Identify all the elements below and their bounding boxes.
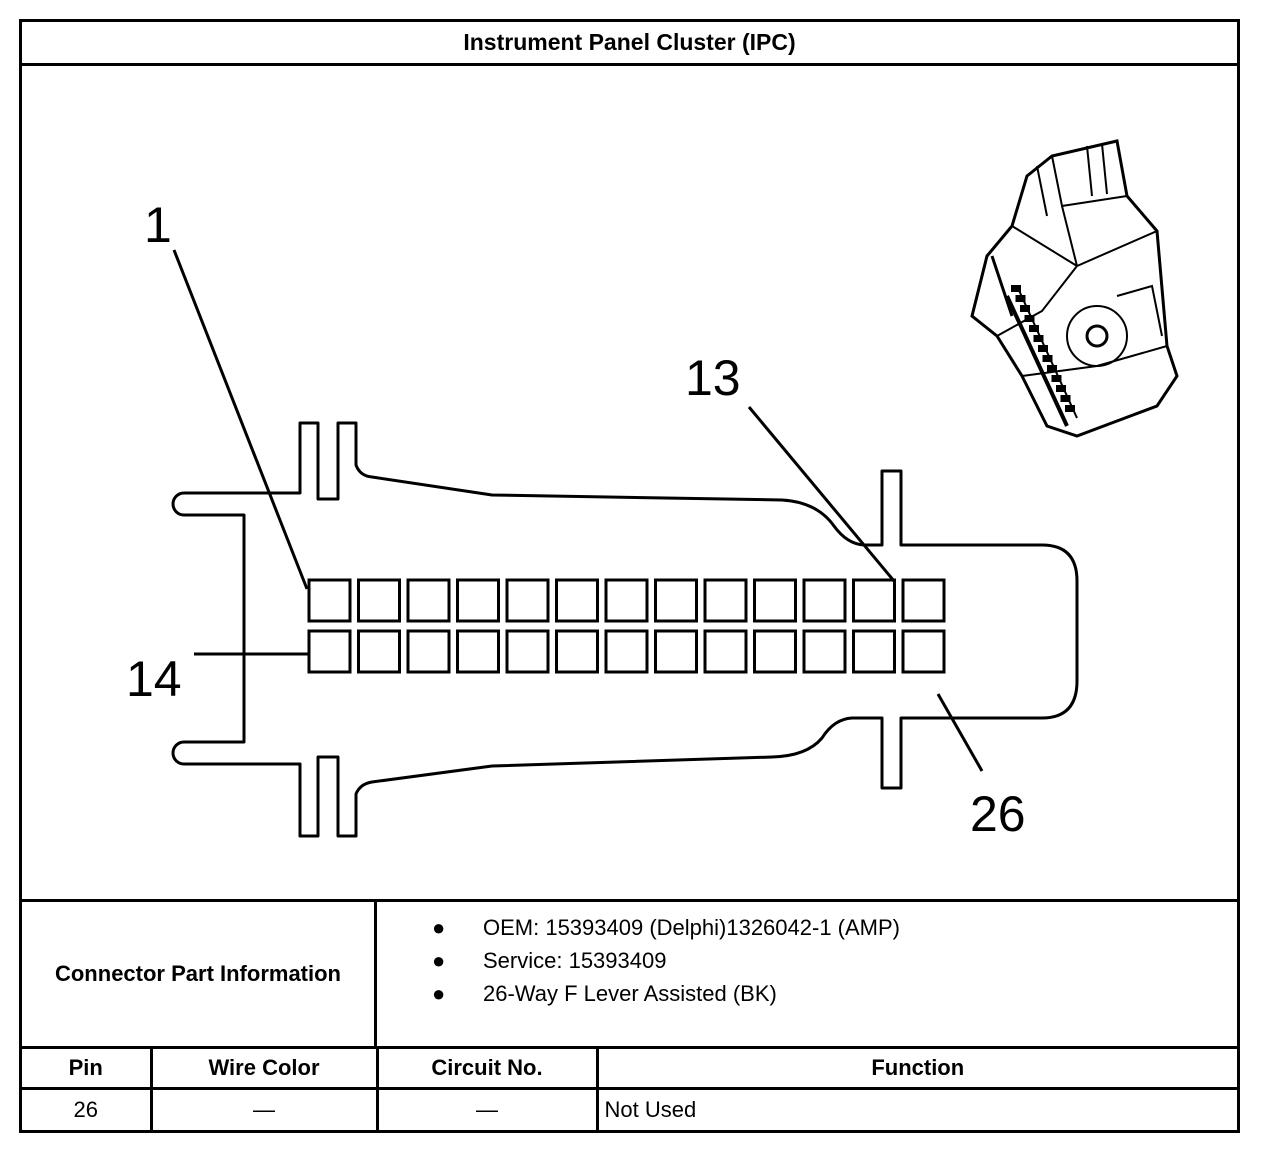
pin-cavity-19 xyxy=(555,629,599,674)
pin-cavity-20 xyxy=(604,629,649,674)
pin-table: Pin Wire Color Circuit No. Function 26 —… xyxy=(22,1049,1237,1130)
pin-cavity-10 xyxy=(753,578,797,623)
table-row: 26 — — Not Used xyxy=(22,1087,1237,1130)
illustration-pin xyxy=(1033,335,1044,342)
info-item-service: Service: 15393409 xyxy=(483,948,667,973)
pin-grid xyxy=(307,578,946,674)
header-circuit-no: Circuit No. xyxy=(375,1049,599,1090)
connector-housing-outline xyxy=(171,421,1079,838)
illustration-pin xyxy=(1065,405,1075,412)
pin-cavity-7 xyxy=(604,578,649,623)
info-item-type: 26-Way F Lever Assisted (BK) xyxy=(483,981,777,1006)
pin-cavity-26 xyxy=(901,629,946,674)
header-function: Function xyxy=(595,1049,1237,1090)
pin-cavity-18 xyxy=(505,629,550,674)
header-pin: Pin xyxy=(22,1049,153,1090)
callout-leader-pin-13 xyxy=(747,406,896,582)
illustration-pin xyxy=(1020,305,1030,312)
connector-sheet: Instrument Panel Cluster (IPC) 1 13 14 2… xyxy=(19,19,1240,1133)
pin-cavity-3 xyxy=(406,578,451,623)
cell-function: Not Used xyxy=(595,1087,1237,1130)
illustration-pin xyxy=(1015,295,1026,302)
pin-cavity-16 xyxy=(406,629,451,674)
callout-label-pin-26: 26 xyxy=(970,786,1026,842)
header-wire-color: Wire Color xyxy=(149,1049,379,1090)
connector-part-info-label: Connector Part Information xyxy=(22,902,377,1046)
pin-cavity-21 xyxy=(654,629,698,674)
pin-cavity-23 xyxy=(753,629,797,674)
pin-cavity-24 xyxy=(802,629,847,674)
illustration-pin xyxy=(1047,365,1057,372)
pin-table-header: Pin Wire Color Circuit No. Function xyxy=(22,1049,1237,1090)
pin-cavity-17 xyxy=(456,629,500,674)
connector-part-info: Connector Part Information ● OEM: 153934… xyxy=(22,899,1237,1049)
callout-leader-pin-26 xyxy=(936,693,984,772)
illustration-pin xyxy=(1024,315,1035,322)
connector-face-drawing: 1 13 14 26 xyxy=(126,139,1179,842)
illustration-pin xyxy=(1051,375,1062,382)
bullet: ● xyxy=(432,915,446,940)
illustration-pin xyxy=(1060,395,1071,402)
pin-cavity-11 xyxy=(802,578,847,623)
page-title: Instrument Panel Cluster (IPC) xyxy=(22,22,1237,66)
pin-cavity-1 xyxy=(307,578,352,623)
pin-cavity-4 xyxy=(456,578,500,623)
callout-label-pin-14: 14 xyxy=(126,651,182,707)
connector-part-info-list: ● OEM: 15393409 (Delphi)1326042-1 (AMP) … xyxy=(377,902,1237,1046)
callout-label-pin-1: 1 xyxy=(144,197,172,253)
pin-cavity-12 xyxy=(852,578,896,623)
pin-cavity-2 xyxy=(357,578,401,623)
bullet: ● xyxy=(432,948,446,973)
pin-cavity-15 xyxy=(357,629,401,674)
illustration-pin xyxy=(1029,325,1039,332)
pin-cavity-14 xyxy=(307,629,352,674)
pin-cavity-6 xyxy=(555,578,599,623)
connector-illustration xyxy=(970,139,1179,438)
pin-cavity-25 xyxy=(852,629,896,674)
bullet: ● xyxy=(432,981,446,1006)
pin-cavity-13 xyxy=(901,578,946,623)
pin-cavity-22 xyxy=(703,629,748,674)
illustration-pin xyxy=(1042,355,1053,362)
info-item-oem: OEM: 15393409 (Delphi)1326042-1 (AMP) xyxy=(483,915,901,940)
pin-cavity-5 xyxy=(505,578,550,623)
pin-cavity-9 xyxy=(703,578,748,623)
cell-circuit-no: — xyxy=(375,1087,599,1130)
cell-wire-color: — xyxy=(149,1087,379,1130)
illustration-pin xyxy=(1011,285,1021,292)
pin-cavity-8 xyxy=(654,578,698,623)
illustration-pin xyxy=(1056,385,1066,392)
callout-label-pin-13: 13 xyxy=(685,350,741,406)
cell-pin: 26 xyxy=(22,1087,153,1130)
connector-diagram: 1 13 14 26 xyxy=(22,66,1237,899)
illustration-pin xyxy=(1038,345,1048,352)
callout-leader-pin-1 xyxy=(172,249,309,590)
